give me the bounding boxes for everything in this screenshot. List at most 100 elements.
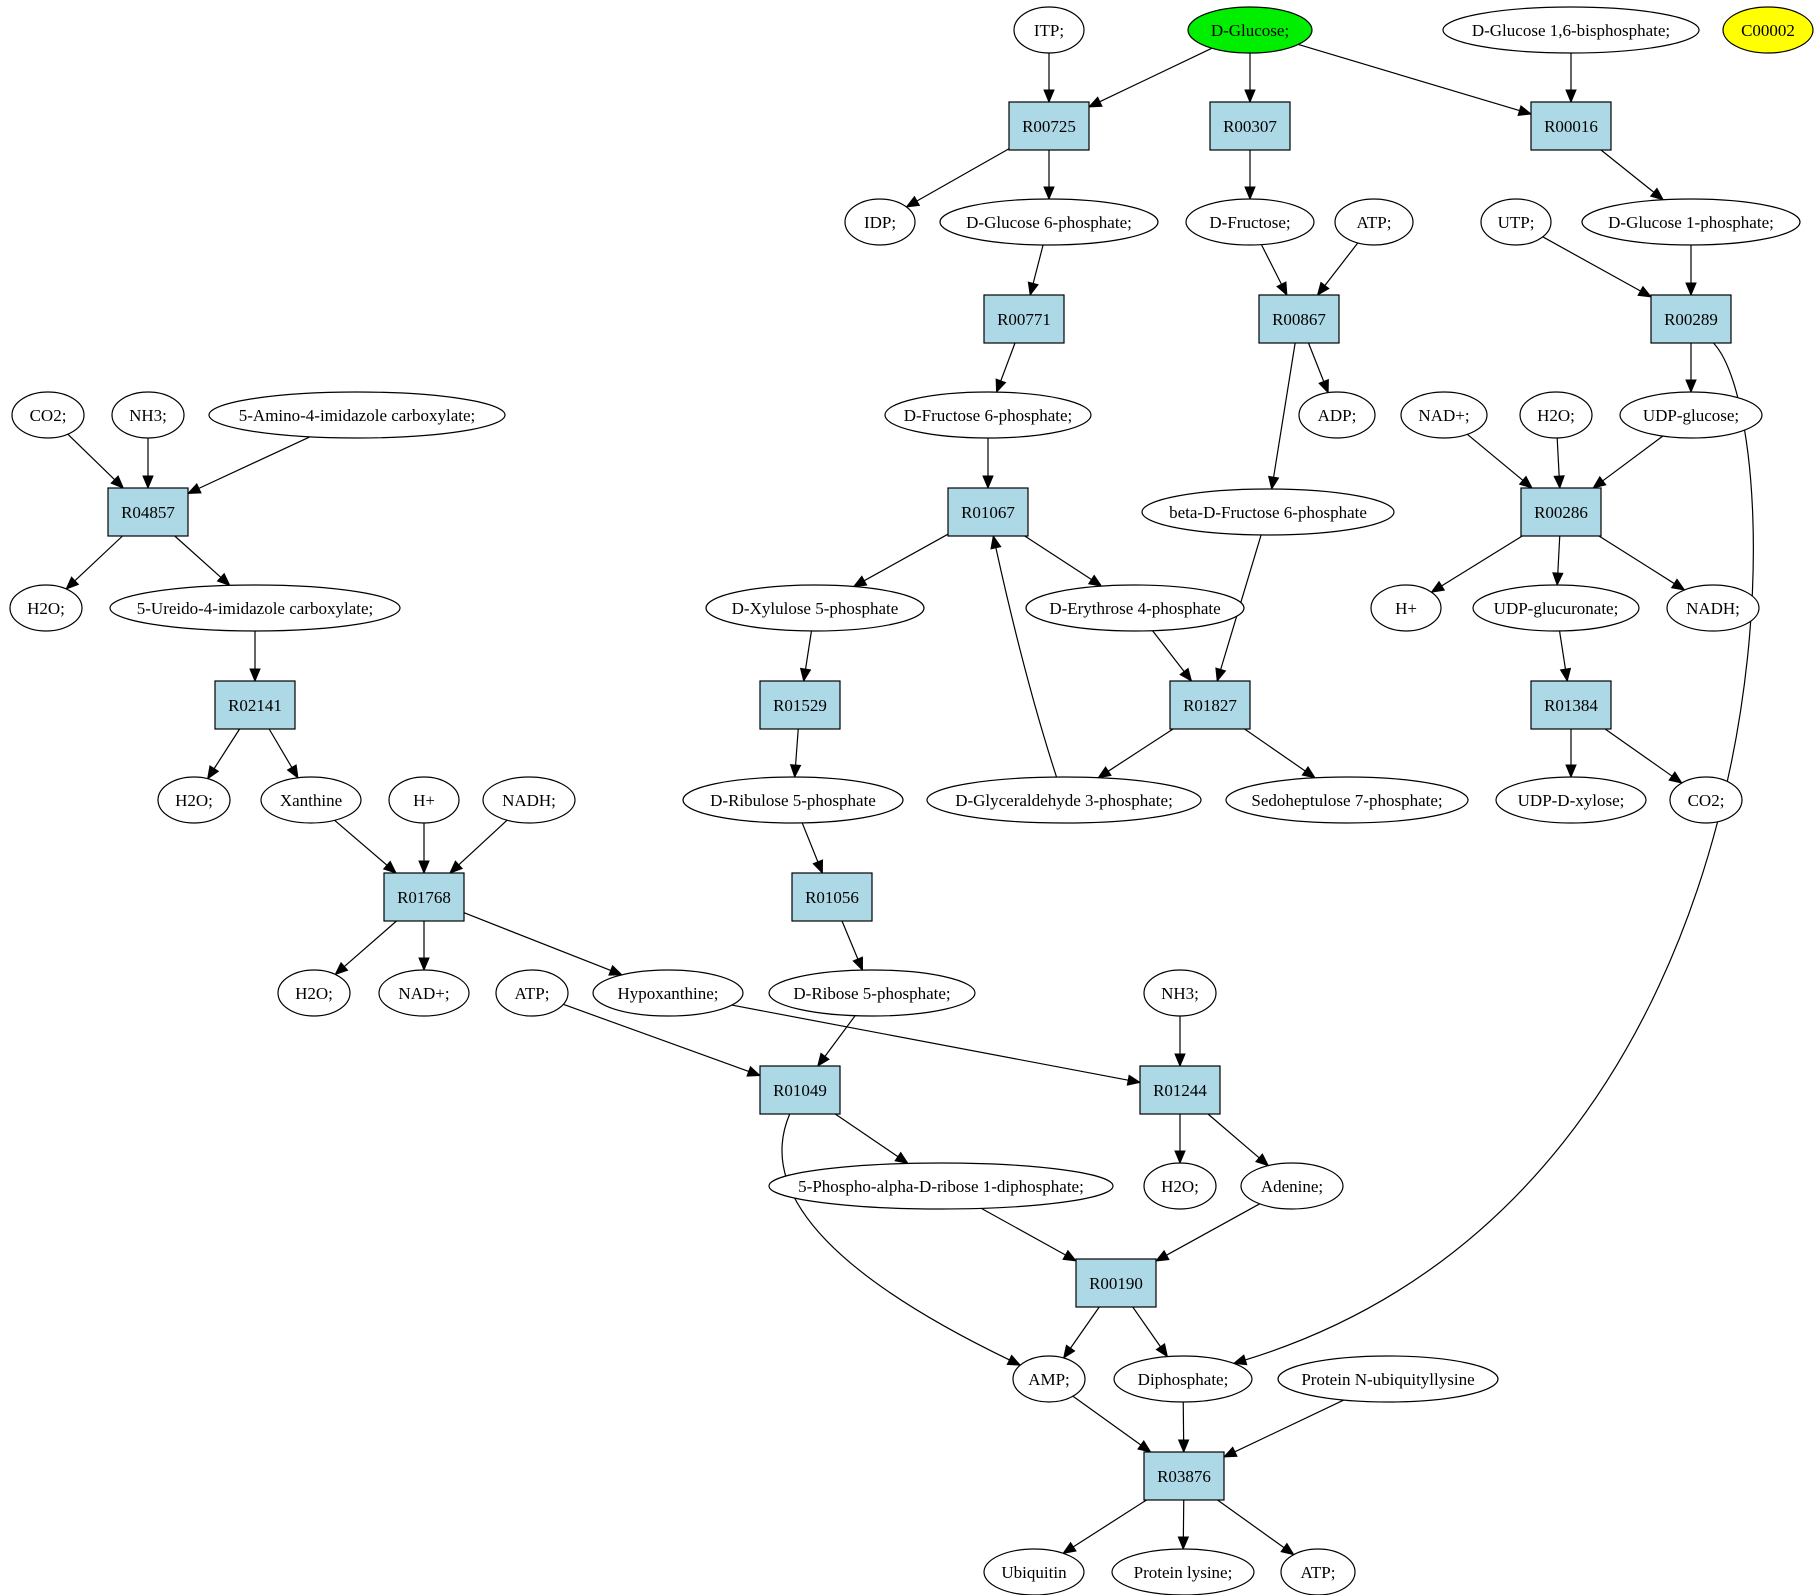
metabolite-node-udp-glucuronate[interactable]: UDP-glucuronate; <box>1472 584 1640 632</box>
metabolite-node-h2o-3[interactable]: H2O; <box>157 776 231 824</box>
metabolite-node-nadh-2[interactable]: NADH; <box>482 776 576 824</box>
metabolite-node-h2o-1[interactable]: H2O; <box>1519 391 1593 439</box>
metabolite-node-prpp[interactable]: 5-Phospho-alpha-D-ribose 1-diphosphate; <box>768 1162 1114 1210</box>
edge-r00190-to-diphosphate <box>1132 1306 1161 1348</box>
metabolite-node-amino-imidazole[interactable]: 5-Amino-4-imidazole carboxylate; <box>208 391 506 439</box>
metabolite-node-h2o-5[interactable]: H2O; <box>1143 1162 1217 1210</box>
reaction-node-r02141[interactable]: R02141 <box>214 680 296 730</box>
metabolite-node-hypoxanthine[interactable]: Hypoxanthine; <box>592 969 744 1017</box>
metabolite-node-amp[interactable]: AMP; <box>1012 1355 1086 1403</box>
edge-r01768-to-nad_2-arrowhead <box>418 957 430 972</box>
reaction-box <box>1075 1258 1157 1308</box>
reaction-node-r01067[interactable]: R01067 <box>947 487 1029 537</box>
metabolite-node-protein-ub-lysine[interactable]: Protein N-ubiquityllysine <box>1277 1355 1499 1403</box>
metabolite-label: D-Glucose; <box>1211 21 1289 40</box>
metabolite-node-ureido-imidazole[interactable]: 5-Ureido-4-imidazole carboxylate; <box>109 584 401 632</box>
metabolite-node-utp[interactable]: UTP; <box>1480 198 1552 246</box>
reaction-node-r00725[interactable]: R00725 <box>1008 101 1090 151</box>
metabolite-node-g3p[interactable]: D-Glyceraldehyde 3-phosphate; <box>926 776 1202 824</box>
metabolite-label: D-Xylulose 5-phosphate <box>732 599 899 618</box>
metabolite-node-adenine[interactable]: Adenine; <box>1240 1162 1344 1210</box>
reaction-node-r01529[interactable]: R01529 <box>759 680 841 730</box>
reaction-label: R01529 <box>773 696 827 715</box>
edge-r04857-to-h2o_2 <box>74 535 123 582</box>
metabolite-node-h2o-4[interactable]: H2O; <box>277 969 351 1017</box>
metabolite-node-co2-2[interactable]: CO2; <box>1669 776 1743 824</box>
metabolite-node-ubiquitin[interactable]: Ubiquitin <box>983 1548 1085 1595</box>
edge-amp-to-r03876 <box>1072 1395 1142 1446</box>
metabolite-node-sedoheptulose-7p[interactable]: Sedoheptulose 7-phosphate; <box>1225 776 1469 824</box>
reaction-node-r01244[interactable]: R01244 <box>1139 1065 1221 1115</box>
metabolite-node-atp-2[interactable]: ATP; <box>495 969 569 1017</box>
metabolite-node-ribose-5p[interactable]: D-Ribose 5-phosphate; <box>768 969 976 1017</box>
metabolite-node-xanthine[interactable]: Xanthine <box>260 776 362 824</box>
metabolite-ellipse <box>260 776 362 824</box>
reaction-node-r01049[interactable]: R01049 <box>759 1065 841 1115</box>
metabolite-node-atp-1[interactable]: ATP; <box>1334 198 1414 246</box>
metabolite-node-nad-2[interactable]: NAD+; <box>378 969 470 1017</box>
edge-prpp-to-r00190-arrowhead <box>1062 1249 1078 1262</box>
metabolite-label: D-Ribose 5-phosphate; <box>793 984 950 1003</box>
reaction-node-r03876[interactable]: R03876 <box>1143 1451 1225 1501</box>
reaction-node-r00771[interactable]: R00771 <box>983 294 1065 344</box>
metabolite-node-adp[interactable]: ADP; <box>1298 391 1376 439</box>
reaction-label: R00867 <box>1272 310 1326 329</box>
metabolite-node-h2o-2[interactable]: H2O; <box>9 584 83 632</box>
metabolite-node-diphosphate[interactable]: Diphosphate; <box>1113 1355 1253 1403</box>
edge-nad_1-to-r00286 <box>1466 433 1524 481</box>
edge-r01244-to-h2o_5-arrowhead <box>1174 1150 1186 1165</box>
metabolite-node-itp[interactable]: ITP; <box>1013 6 1085 54</box>
metabolite-ellipse <box>1187 6 1313 54</box>
metabolite-node-d-glucose[interactable]: D-Glucose; <box>1187 6 1313 54</box>
reaction-node-r04857[interactable]: R04857 <box>107 487 189 537</box>
metabolite-label: D-Glyceraldehyde 3-phosphate; <box>955 791 1173 810</box>
metabolite-node-nadh-1[interactable]: NADH; <box>1666 584 1760 632</box>
metabolite-node-c00002[interactable]: C00002 <box>1722 6 1814 54</box>
metabolite-node-d-fructose-6p[interactable]: D-Fructose 6-phosphate; <box>884 391 1092 439</box>
edge-r01067-to-erythrose_4p <box>1024 535 1092 581</box>
metabolite-node-d-fructose[interactable]: D-Fructose; <box>1185 198 1315 246</box>
edge-r01049-to-prpp-arrowhead <box>894 1151 909 1165</box>
metabolite-node-h-1[interactable]: H+ <box>1370 584 1442 632</box>
metabolite-node-beta-fructose-6p[interactable]: beta-D-Fructose 6-phosphate <box>1141 488 1395 536</box>
metabolite-ellipse <box>1472 584 1640 632</box>
metabolite-node-d-glucose-16bp[interactable]: D-Glucose 1,6-bisphosphate; <box>1442 6 1700 54</box>
metabolite-node-nad-1[interactable]: NAD+; <box>1400 391 1488 439</box>
reaction-node-r00286[interactable]: R00286 <box>1520 487 1602 537</box>
reaction-node-r00867[interactable]: R00867 <box>1258 294 1340 344</box>
reaction-node-r01768[interactable]: R01768 <box>383 872 465 922</box>
reaction-node-r00307[interactable]: R00307 <box>1209 101 1291 151</box>
metabolite-node-atp-3[interactable]: ATP; <box>1280 1548 1356 1595</box>
metabolite-label: UTP; <box>1498 213 1535 232</box>
reaction-node-r00016[interactable]: R00016 <box>1530 101 1612 151</box>
metabolite-label: ATP; <box>1301 1563 1336 1582</box>
metabolite-node-idp[interactable]: IDP; <box>844 198 916 246</box>
reaction-node-r00289[interactable]: R00289 <box>1650 294 1732 344</box>
metabolite-node-erythrose-4p[interactable]: D-Erythrose 4-phosphate <box>1025 584 1245 632</box>
metabolite-node-d-glucose-1p[interactable]: D-Glucose 1-phosphate; <box>1581 198 1801 246</box>
metabolite-node-udp-glucose[interactable]: UDP-glucose; <box>1619 391 1763 439</box>
metabolite-ellipse <box>1013 6 1085 54</box>
metabolite-label: H2O; <box>1537 406 1575 425</box>
edge-nh3_1-to-r04857-arrowhead <box>142 475 154 490</box>
metabolite-node-nh3-1[interactable]: NH3; <box>111 391 185 439</box>
metabolite-label: UDP-glucose; <box>1643 406 1739 425</box>
edge-r00286-to-nadh_1 <box>1598 535 1675 585</box>
metabolite-node-udp-xylose[interactable]: UDP-D-xylose; <box>1495 776 1647 824</box>
metabolite-node-ribulose-5p[interactable]: D-Ribulose 5-phosphate <box>682 776 904 824</box>
reaction-node-r01056[interactable]: R01056 <box>791 872 873 922</box>
metabolite-node-protein-lysine[interactable]: Protein lysine; <box>1111 1548 1255 1595</box>
reaction-node-r01384[interactable]: R01384 <box>1530 680 1612 730</box>
metabolite-node-co2-1[interactable]: CO2; <box>11 391 85 439</box>
metabolite-node-nh3-2[interactable]: NH3; <box>1143 969 1217 1017</box>
metabolite-node-h-2[interactable]: H+ <box>388 776 460 824</box>
edge-r00725-to-idp-arrowhead <box>905 195 921 208</box>
edge-r01056-to-ribose_5p <box>841 920 859 960</box>
reaction-node-r01827[interactable]: R01827 <box>1169 680 1251 730</box>
metabolite-node-xylulose-5p[interactable]: D-Xylulose 5-phosphate <box>705 584 925 632</box>
reaction-label: R01244 <box>1153 1081 1207 1100</box>
edge-amino_imidazole-to-r04857-arrowhead <box>186 482 202 494</box>
reaction-node-r00190[interactable]: R00190 <box>1075 1258 1157 1308</box>
metabolite-node-d-glucose-6p[interactable]: D-Glucose 6-phosphate; <box>939 198 1159 246</box>
